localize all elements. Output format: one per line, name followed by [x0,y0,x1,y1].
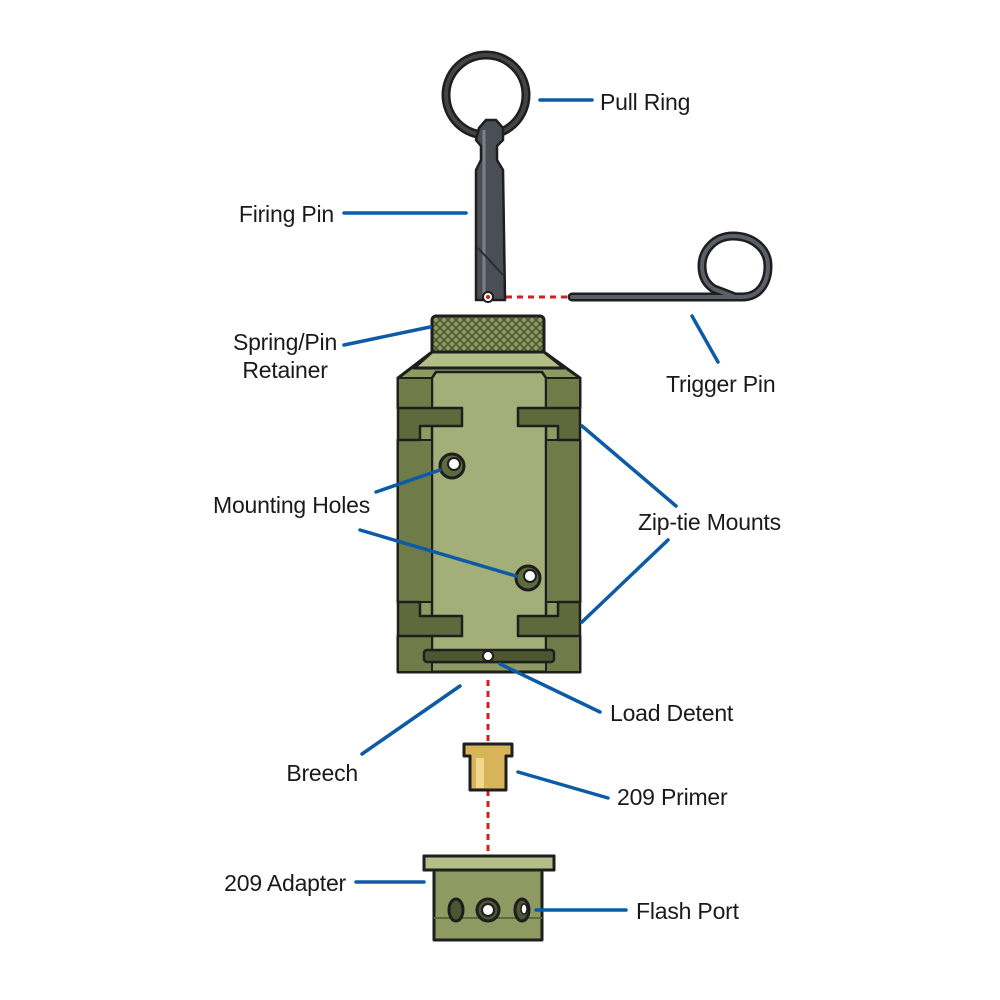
label-spring-pin-retainer-line2: Retainer [242,357,328,383]
label-209-adapter: 209 Adapter [224,870,346,896]
primer-209-icon [462,742,514,792]
label-flash-port: Flash Port [636,898,739,924]
firing-pin-icon [474,118,507,303]
adapter-209-icon [422,854,556,942]
trigger-pin-icon [567,231,773,302]
mounting-holes-icon [438,452,542,592]
spring-pin-retainer-icon [430,314,546,356]
label-breech: Breech [286,760,358,786]
label-spring-pin-retainer-line1: Spring/Pin [232,329,338,355]
label-pull-ring: Pull Ring [600,89,691,115]
label-firing-pin: Firing Pin [238,201,334,227]
label-load-detent: Load Detent [610,700,734,726]
label-209-primer: 209 Primer [617,784,728,810]
label-trigger-pin: Trigger Pin [666,371,776,397]
label-zip-tie-mounts: Zip-tie Mounts [638,509,781,535]
leader-lines [342,98,720,912]
label-mounting-holes: Mounting Holes [212,492,370,518]
alignment-lines [486,295,572,852]
igniter-body-icon [396,350,582,674]
